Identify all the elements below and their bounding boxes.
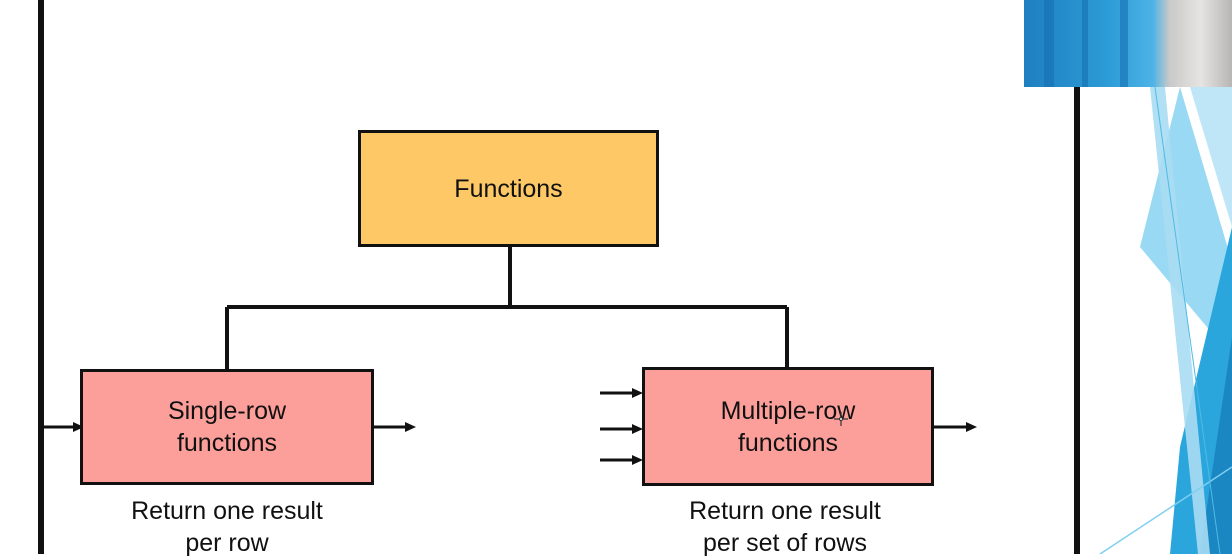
webcam-overlay <box>1024 0 1232 87</box>
root-label: Functions <box>454 174 563 203</box>
single-row-label: Single-row functions <box>167 397 287 457</box>
theme-decoration <box>1099 87 1232 554</box>
slide-border-left <box>38 0 44 554</box>
functions-root-node: Functions <box>358 130 659 247</box>
cursor-move-icon <box>834 412 848 426</box>
arrow-right-icon <box>600 388 643 398</box>
multiple-row-label: Multiple-row functions <box>720 396 856 457</box>
arrow-right-icon <box>374 422 416 432</box>
multiple-row-functions-node: Multiple-row functions <box>642 367 934 486</box>
single-row-functions-node: Single-row functions <box>80 369 374 485</box>
arrow-right-icon <box>600 455 643 465</box>
multiple-row-caption: Return one result per set of rows <box>689 497 881 557</box>
arrow-right-icon <box>600 424 643 434</box>
arrow-right-icon <box>934 422 977 432</box>
arrow-right-icon <box>44 422 84 432</box>
single-row-caption: Return one result per row <box>131 497 323 557</box>
slide-border-right <box>1074 0 1080 554</box>
